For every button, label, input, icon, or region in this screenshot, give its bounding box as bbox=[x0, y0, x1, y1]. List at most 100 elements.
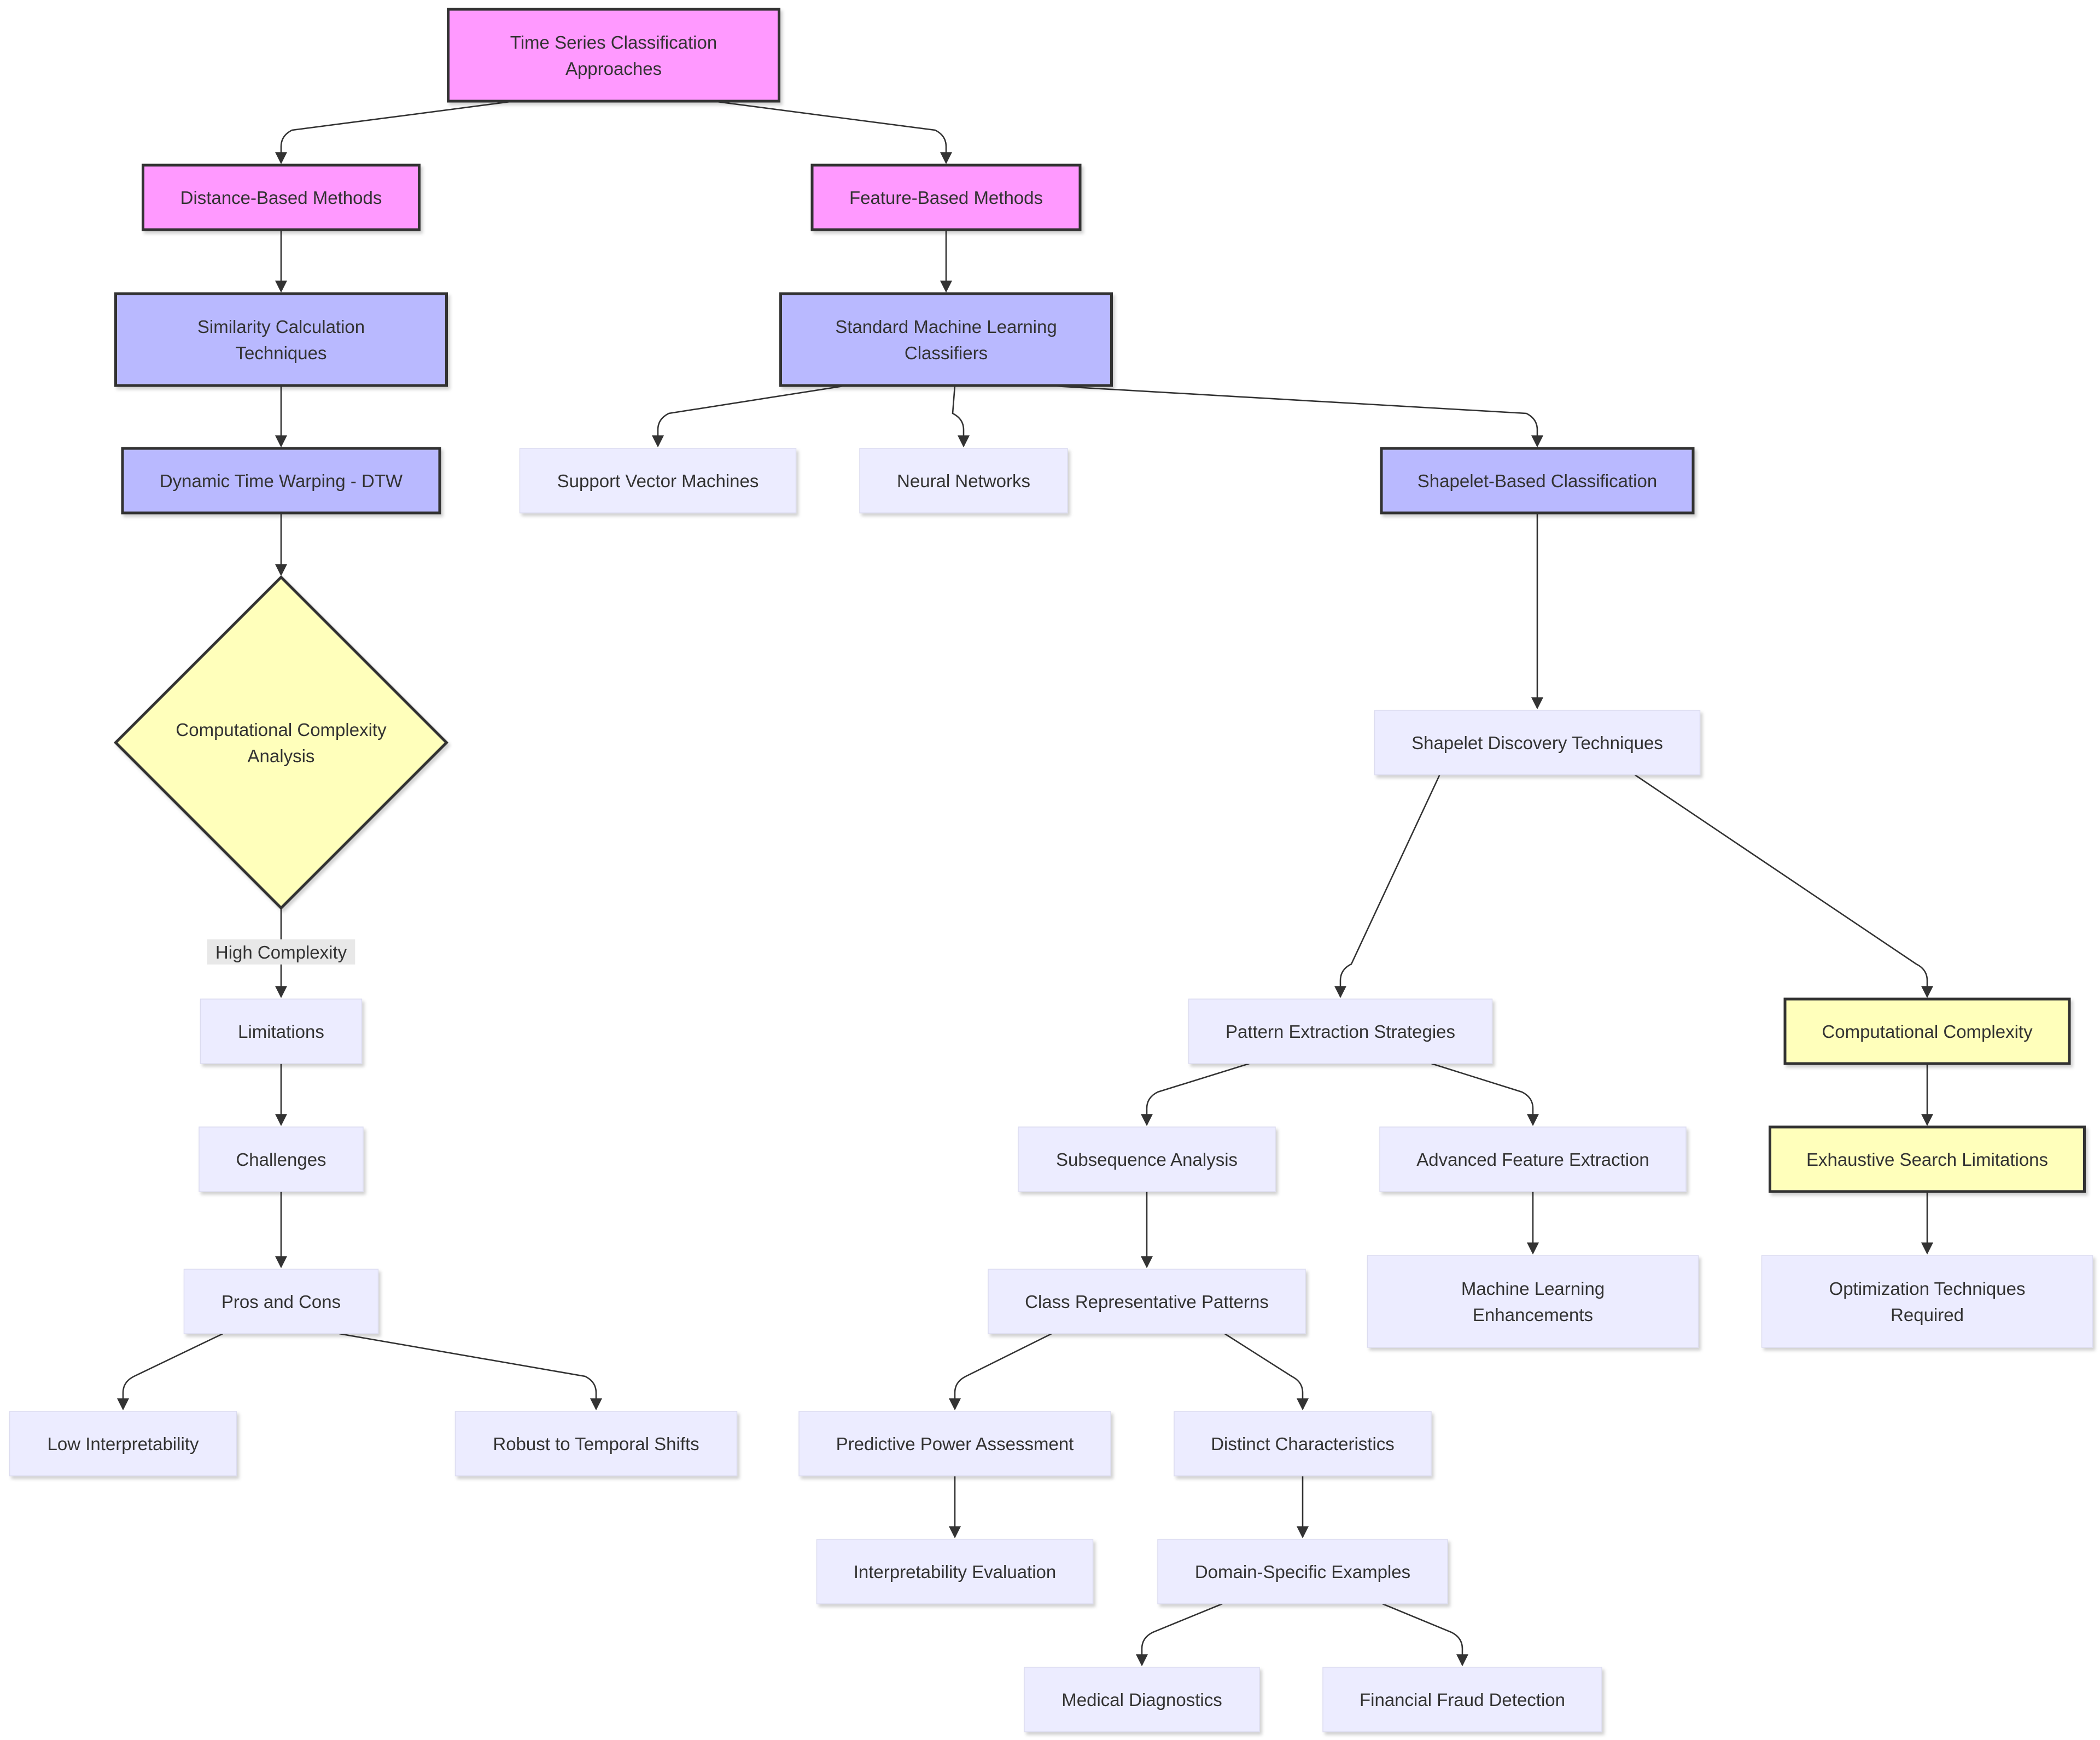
node-label: Dynamic Time Warping - DTW bbox=[160, 471, 403, 491]
node-box bbox=[199, 1126, 364, 1192]
node-svm[interactable]: Support Vector Machines bbox=[519, 448, 797, 513]
node-box bbox=[1188, 999, 1493, 1064]
node-box bbox=[816, 1539, 1094, 1604]
node-box bbox=[1380, 447, 1695, 515]
node-interp-eval[interactable]: Interpretability Evaluation bbox=[816, 1539, 1094, 1604]
node-label: Neural Networks bbox=[897, 471, 1030, 491]
node-pros-cons[interactable]: Pros and Cons bbox=[183, 1269, 379, 1334]
edge-standard_ml-to-svm bbox=[652, 384, 847, 448]
node-box bbox=[1379, 1126, 1687, 1192]
node-label: Advanced Feature Extraction bbox=[1416, 1149, 1649, 1170]
node-label: Low Interpretability bbox=[48, 1434, 199, 1454]
node-box bbox=[988, 1269, 1306, 1334]
node-label: Exhaustive Search Limitations bbox=[1806, 1149, 2048, 1170]
node-box bbox=[1769, 1125, 2086, 1193]
node-label: Support Vector Machines bbox=[557, 471, 759, 491]
node-domain-examples[interactable]: Domain-Specific Examples bbox=[1157, 1539, 1448, 1604]
edge-shapelet_discovery-to-pattern_extraction bbox=[1334, 774, 1440, 999]
node-distance[interactable]: Distance-Based Methods bbox=[142, 164, 421, 231]
edge-class_rep-to-predictive bbox=[949, 1333, 1052, 1411]
node-label: Pattern Extraction Strategies bbox=[1226, 1021, 1455, 1042]
node-box bbox=[1174, 1411, 1432, 1476]
node-label: Shapelet-Based Classification bbox=[1418, 471, 1657, 491]
node-label: Financial Fraud Detection bbox=[1360, 1690, 1565, 1710]
node-box bbox=[447, 8, 780, 103]
edge-standard_ml-to-nn bbox=[952, 385, 970, 448]
node-box bbox=[810, 164, 1082, 231]
node-low-interp[interactable]: Low Interpretability bbox=[9, 1411, 237, 1476]
edge-pattern_extraction-to-subsequence bbox=[1141, 1062, 1250, 1126]
node-box bbox=[1024, 1667, 1260, 1732]
node-label: Distinct Characteristics bbox=[1211, 1434, 1395, 1454]
edge-domain_examples-to-financial bbox=[1382, 1603, 1468, 1667]
edge-standard_ml-to-shapelet bbox=[1045, 384, 1543, 448]
node-label: Limitations bbox=[238, 1021, 324, 1042]
node-box bbox=[454, 1411, 738, 1476]
node-label: Pros and Cons bbox=[221, 1292, 341, 1312]
node-box bbox=[183, 1269, 379, 1334]
node-medical[interactable]: Medical Diagnostics bbox=[1024, 1667, 1260, 1732]
node-dtw[interactable]: Dynamic Time Warping - DTW bbox=[121, 447, 441, 515]
node-box bbox=[798, 1411, 1111, 1476]
node-predictive[interactable]: Predictive Power Assessment bbox=[798, 1411, 1111, 1476]
edge-labels-layer: High Complexity bbox=[207, 939, 355, 965]
node-box bbox=[1761, 1255, 2093, 1348]
node-box bbox=[200, 999, 363, 1064]
node-robust[interactable]: Robust to Temporal Shifts bbox=[454, 1411, 738, 1476]
node-nn[interactable]: Neural Networks bbox=[859, 448, 1068, 513]
edge-pros_cons-to-low_interp bbox=[117, 1333, 224, 1411]
edge-label-background bbox=[207, 939, 355, 965]
node-challenges[interactable]: Challenges bbox=[199, 1126, 364, 1192]
node-pattern-extraction[interactable]: Pattern Extraction Strategies bbox=[1188, 999, 1493, 1064]
node-box bbox=[1322, 1667, 1602, 1732]
node-advanced-feature[interactable]: Advanced Feature Extraction bbox=[1379, 1126, 1687, 1192]
node-feature[interactable]: Feature-Based Methods bbox=[810, 164, 1082, 231]
node-label: Medical Diagnostics bbox=[1061, 1690, 1222, 1710]
node-box bbox=[142, 164, 421, 231]
edge-shapelet_discovery-to-comp_complexity bbox=[1634, 774, 1933, 999]
node-box bbox=[859, 448, 1068, 513]
node-label: Feature-Based Methods bbox=[849, 188, 1043, 208]
edge-label-high-complexity: High Complexity bbox=[215, 942, 347, 962]
edge-root-to-distance bbox=[275, 100, 515, 165]
node-label: Computational Complexity bbox=[1822, 1021, 2033, 1042]
node-shapelet[interactable]: Shapelet-Based Classification bbox=[1380, 447, 1695, 515]
node-comp-complexity[interactable]: Computational Complexity bbox=[1783, 997, 2071, 1065]
node-exhaustive[interactable]: Exhaustive Search Limitations bbox=[1769, 1125, 2086, 1193]
decision-diamond bbox=[113, 575, 449, 910]
node-box bbox=[1783, 997, 2071, 1065]
node-class-rep[interactable]: Class Representative Patterns bbox=[988, 1269, 1306, 1334]
node-box bbox=[519, 448, 797, 513]
node-box bbox=[121, 447, 441, 515]
node-shapelet-discovery[interactable]: Shapelet Discovery Techniques bbox=[1374, 710, 1701, 775]
node-limitations[interactable]: Limitations bbox=[200, 999, 363, 1064]
node-box bbox=[1018, 1126, 1276, 1192]
node-label: Domain-Specific Examples bbox=[1195, 1562, 1410, 1582]
node-box bbox=[1367, 1255, 1699, 1348]
node-distinct[interactable]: Distinct Characteristics bbox=[1174, 1411, 1432, 1476]
node-label: Subsequence Analysis bbox=[1056, 1149, 1238, 1170]
node-box bbox=[1157, 1539, 1448, 1604]
node-label: Interpretability Evaluation bbox=[854, 1562, 1057, 1582]
edge-domain_examples-to-medical bbox=[1136, 1603, 1223, 1667]
node-subsequence[interactable]: Subsequence Analysis bbox=[1018, 1126, 1276, 1192]
node-financial[interactable]: Financial Fraud Detection bbox=[1322, 1667, 1602, 1732]
node-box bbox=[114, 292, 448, 387]
node-label: Robust to Temporal Shifts bbox=[493, 1434, 699, 1454]
edges-layer bbox=[117, 100, 1933, 1667]
edge-root-to-feature bbox=[713, 100, 952, 165]
node-label: Shapelet Discovery Techniques bbox=[1411, 733, 1663, 753]
